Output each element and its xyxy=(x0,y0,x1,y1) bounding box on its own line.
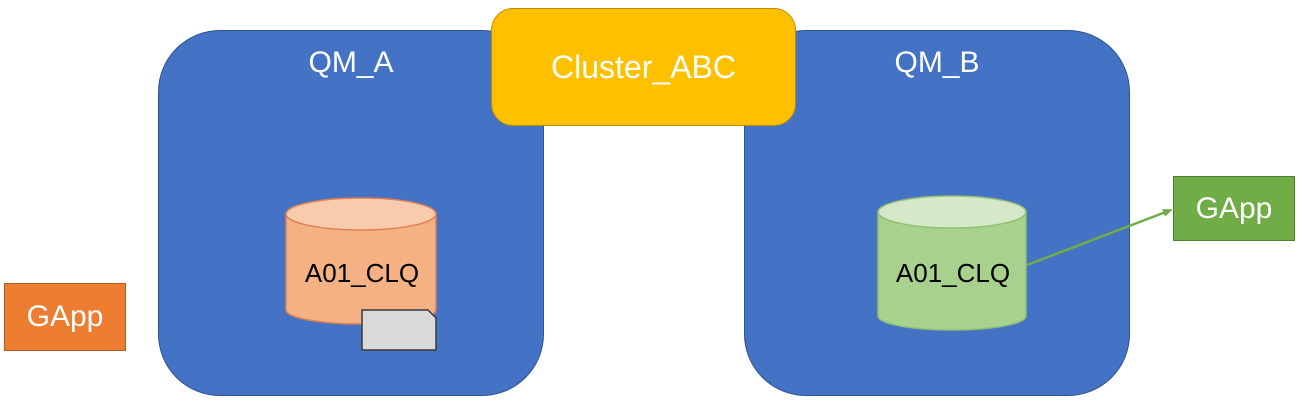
cluster-label: Cluster_ABC xyxy=(551,48,736,85)
queue-b-label: A01_CLQ xyxy=(895,258,1011,288)
gapp-left-box: GApp xyxy=(4,283,126,351)
gapp-left-label: GApp xyxy=(26,300,104,333)
queue-b-cylinder-icon xyxy=(877,195,1027,331)
gapp-right-box: GApp xyxy=(1173,176,1295,241)
queue-b-to-gapp-arrow xyxy=(1026,208,1173,267)
queue-a-label: A01_CLQ xyxy=(304,258,420,288)
cluster-box: Cluster_ABC xyxy=(491,8,796,126)
gapp-right-label: GApp xyxy=(1195,191,1273,225)
message-document-icon xyxy=(361,309,437,351)
queue-manager-a-label: QM_A xyxy=(308,46,394,79)
queue-manager-b-label: QM_B xyxy=(894,46,980,79)
